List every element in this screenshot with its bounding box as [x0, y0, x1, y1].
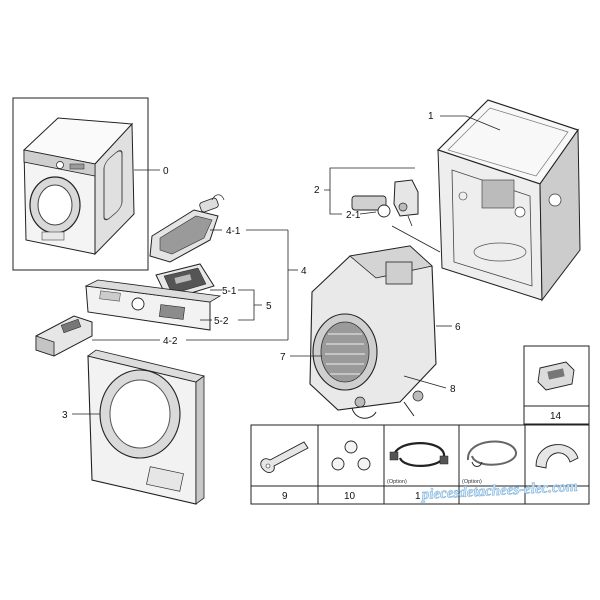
drawer-housing [149, 194, 225, 263]
water-valve [351, 179, 419, 227]
accessory-table: (Option) (Option) 9 10 1 [250, 424, 590, 505]
callout-1: 1 [428, 111, 434, 122]
tub-assembly [309, 245, 437, 419]
complete-machine-box [12, 97, 149, 271]
drain-hose-icon [466, 440, 517, 467]
callout-3: 3 [62, 410, 68, 421]
option-label-1: (Option) [387, 479, 407, 485]
callout-5-2: 5-2 [214, 316, 229, 327]
cell-label-9: 9 [282, 491, 288, 502]
part-14-box: 14 [523, 345, 590, 425]
callout-2: 2 [314, 185, 320, 196]
callout-4: 4 [301, 266, 307, 277]
callout-0: 0 [163, 166, 169, 177]
hose-guide-icon [535, 444, 579, 469]
control-panel [84, 279, 222, 331]
cell-label-11: 1 [415, 491, 421, 502]
callout-7: 7 [280, 352, 286, 363]
callout-8: 8 [450, 384, 456, 395]
caps-icon [331, 440, 371, 471]
spanner-icon [260, 441, 309, 473]
callout-4-2: 4-2 [163, 336, 178, 347]
option-label-2: (Option) [462, 479, 482, 485]
callout-5: 5 [266, 301, 272, 312]
watermark: piecesdetachees-elec.com [419, 479, 578, 503]
front-panel [87, 349, 205, 505]
cell-label-10: 10 [344, 491, 356, 502]
callout-6: 6 [455, 322, 461, 333]
callout-4-1: 4-1 [226, 226, 241, 237]
detergent-drawer [35, 315, 93, 357]
cabinet-frame [436, 99, 581, 302]
callout-14: 14 [550, 411, 562, 422]
inlet-hose-icon [389, 442, 449, 467]
callout-5-1: 5-1 [222, 286, 237, 297]
callout-2-1: 2-1 [346, 210, 361, 221]
